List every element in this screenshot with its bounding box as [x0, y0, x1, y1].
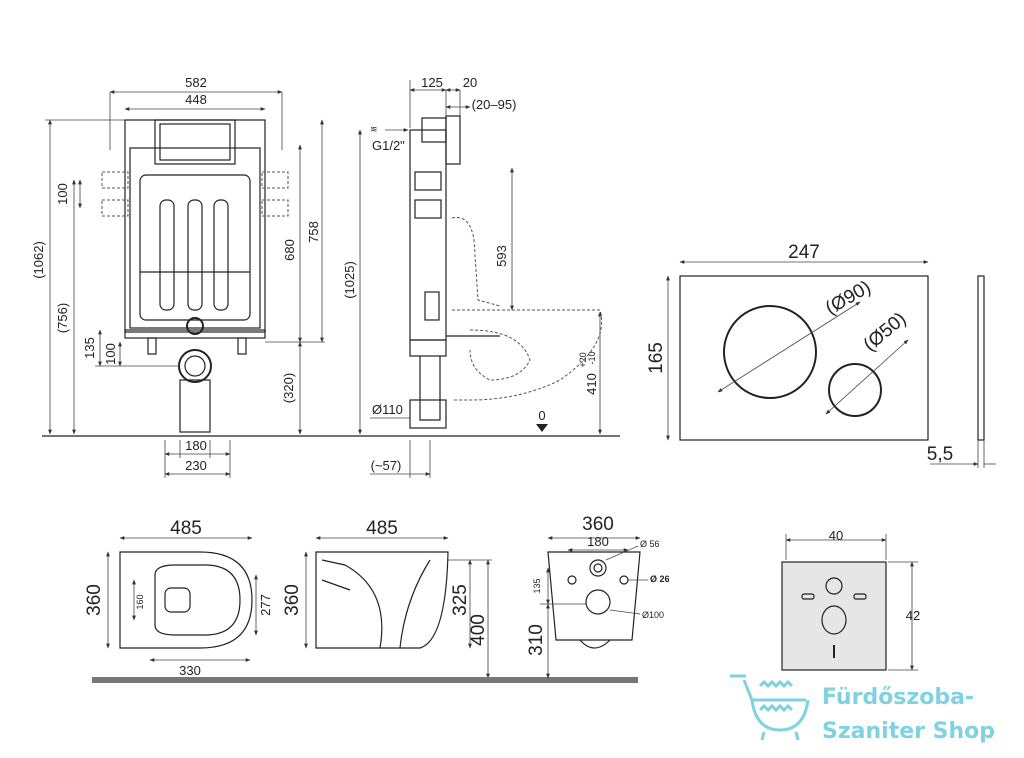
- dim-1062: (1062): [31, 241, 46, 279]
- bowl-back-d56: Ø 56: [640, 539, 660, 549]
- watermark-line1: Fürdőszoba-: [822, 685, 974, 710]
- bowl-side-325: 325: [450, 584, 471, 616]
- dim-100-top: 100: [55, 183, 70, 205]
- bowl-top-330: 330: [179, 663, 201, 678]
- gasket-height: 42: [906, 608, 920, 623]
- dim-410: 410: [584, 373, 599, 395]
- bowl-top-view: 485 360 277 160 330: [84, 518, 273, 678]
- dim-756: (756): [55, 303, 70, 333]
- dim-230: 230: [185, 458, 207, 473]
- bowl-back-180: 180: [587, 534, 609, 549]
- bowl-back-d100: Ø100: [642, 610, 664, 620]
- dim-1025: (1025): [342, 261, 357, 299]
- dim-320: (320): [281, 373, 296, 403]
- bowl-side-height: 360: [282, 584, 303, 616]
- frame-front-view: 582 448 (1062) (756) 100 758 680 135 100…: [31, 75, 620, 478]
- bowl-back-310: 310: [526, 624, 547, 656]
- dim-680: 680: [282, 239, 297, 261]
- dim-180: 180: [185, 438, 207, 453]
- dim-593: 593: [494, 245, 509, 267]
- dim-448: 448: [185, 92, 207, 107]
- small-button-diameter: (Ø50): [860, 309, 911, 356]
- dim-drain-110: Ø110: [372, 402, 403, 417]
- dim-57: (~57): [371, 458, 402, 473]
- bowl-back-d26: Ø 26: [650, 574, 670, 584]
- bowl-top-277: 277: [258, 594, 273, 616]
- dim-135: 135: [82, 337, 97, 359]
- bowl-top-width: 360: [84, 584, 105, 616]
- inlet-label: G1/2": [372, 138, 405, 153]
- bowl-top-length: 485: [170, 518, 202, 539]
- tol-minus: -10: [587, 351, 597, 364]
- bowl-side-400: 400: [468, 614, 489, 646]
- big-button-diameter: (Ø90): [822, 277, 875, 319]
- dim-758: 758: [306, 221, 321, 243]
- floor-bar: [92, 677, 638, 683]
- water-inlet-icon: ≋: [370, 124, 378, 134]
- plate-width: 247: [788, 242, 820, 263]
- dim-582: 582: [185, 75, 207, 90]
- gasket-width: 40: [829, 528, 843, 543]
- bowl-side-view: 485 360 325 400: [282, 518, 492, 679]
- bowl-side-length: 485: [366, 518, 398, 539]
- bowl-back-view: 360 180 Ø 56 Ø 26 135 Ø100 310: [526, 514, 670, 679]
- plate-height: 165: [646, 342, 667, 374]
- bowl-back-135: 135: [532, 578, 542, 593]
- tol-plus: +20: [578, 352, 588, 367]
- watermark-line2: Szaniter Shop: [822, 719, 995, 744]
- bowl-top-160: 160: [135, 594, 145, 609]
- dim-100-drain: 100: [103, 343, 118, 365]
- bathtub-icon: [730, 674, 810, 741]
- bowl-back-width: 360: [582, 514, 614, 535]
- gasket-view: 40 42: [781, 528, 920, 671]
- dim-20-95: (20–95): [472, 97, 517, 112]
- floor-zero: 0: [538, 408, 545, 423]
- flush-plate-view: 247 165 (Ø90) (Ø50) 5,5: [646, 242, 996, 468]
- dim-125: 125: [421, 75, 443, 90]
- big-flush-button: [723, 305, 817, 399]
- plate-thickness: 5,5: [927, 444, 953, 465]
- frame-side-view: ≋ G1/2" 125 20 (20–95) (1025) 593 410 +2…: [342, 75, 603, 478]
- watermark: Fürdőszoba- Szaniter Shop: [730, 674, 995, 744]
- dim-20: 20: [463, 75, 477, 90]
